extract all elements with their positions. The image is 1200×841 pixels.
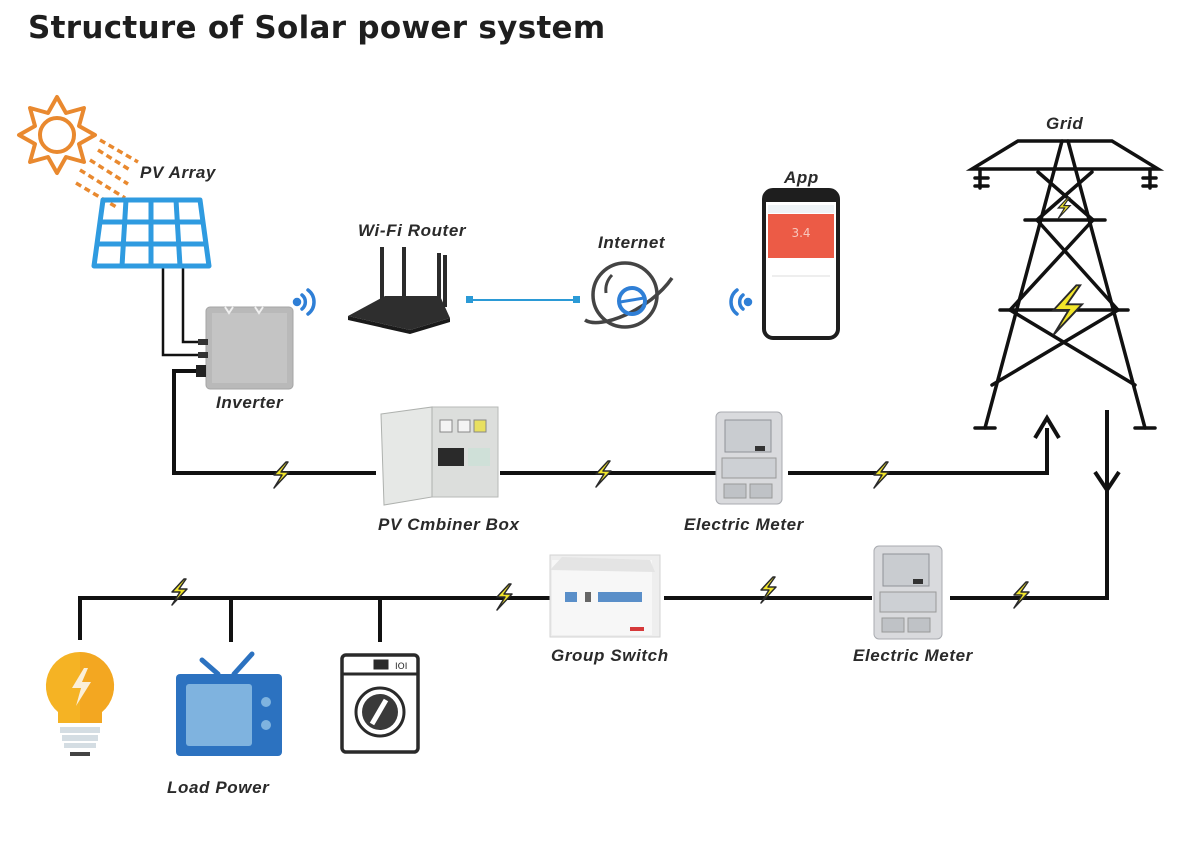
grid-label: Grid xyxy=(1046,114,1083,133)
diagram-title: Structure of Solar power system xyxy=(28,10,606,46)
router-icon xyxy=(348,247,450,334)
grid-down-wire xyxy=(950,410,1109,600)
combiner-box-icon xyxy=(380,406,499,506)
lightning-bolt-icon xyxy=(595,460,612,488)
load-power-label: Load Power xyxy=(167,778,270,797)
dc-wire-1 xyxy=(181,268,204,344)
smartphone-icon: 3.4 xyxy=(762,188,840,340)
sun-icon xyxy=(17,95,97,175)
electric-meter-icon xyxy=(873,545,943,640)
internet-label: Internet xyxy=(598,233,666,252)
lightning-bolt-icon xyxy=(873,461,890,489)
lightning-bolt-icon xyxy=(1013,581,1030,609)
lightning-bolt-icon xyxy=(273,461,290,489)
group-switch-label: Group Switch xyxy=(551,646,669,665)
light-bulb-icon xyxy=(45,651,115,756)
svg-text:IOI: IOI xyxy=(395,662,407,672)
lightning-bolt-icon xyxy=(1056,196,1072,219)
sun-rays xyxy=(75,138,139,210)
group-switch-icon xyxy=(549,554,661,638)
app-screen-value: 3.4 xyxy=(791,226,810,240)
wiring xyxy=(78,268,1121,642)
wifi-router-label: Wi-Fi Router xyxy=(358,221,467,240)
app-label: App xyxy=(783,168,819,187)
wifi-signal-icon xyxy=(292,288,316,316)
dc-wire-2 xyxy=(161,268,204,357)
electric-meter-top-label: Electric Meter xyxy=(684,515,805,534)
combiner-box-label: PV Cmbiner Box xyxy=(378,515,521,534)
inverter-label: Inverter xyxy=(216,393,284,412)
lightning-bolt-icon xyxy=(171,578,188,606)
lightning-bolt-icon xyxy=(496,583,513,611)
arrow-down-icon xyxy=(1093,470,1121,494)
network-link xyxy=(466,296,580,303)
solar-panel-icon xyxy=(91,197,212,269)
inverter-icon xyxy=(196,306,294,390)
electric-meter-bottom-label: Electric Meter xyxy=(853,646,974,665)
lightning-bolt-icon xyxy=(1051,284,1085,336)
transmission-tower-icon xyxy=(965,139,1165,430)
top-bus-2 xyxy=(788,428,1049,475)
bottom-bus-2 xyxy=(78,596,550,640)
arrow-up-icon xyxy=(1033,414,1061,440)
television-icon xyxy=(176,651,282,756)
internet-globe-icon xyxy=(584,261,674,329)
washing-machine-icon: IOI xyxy=(340,653,420,754)
pv-array-label: PV Array xyxy=(140,163,217,182)
electric-meter-icon xyxy=(715,411,783,505)
wifi-signal-icon xyxy=(729,288,753,316)
